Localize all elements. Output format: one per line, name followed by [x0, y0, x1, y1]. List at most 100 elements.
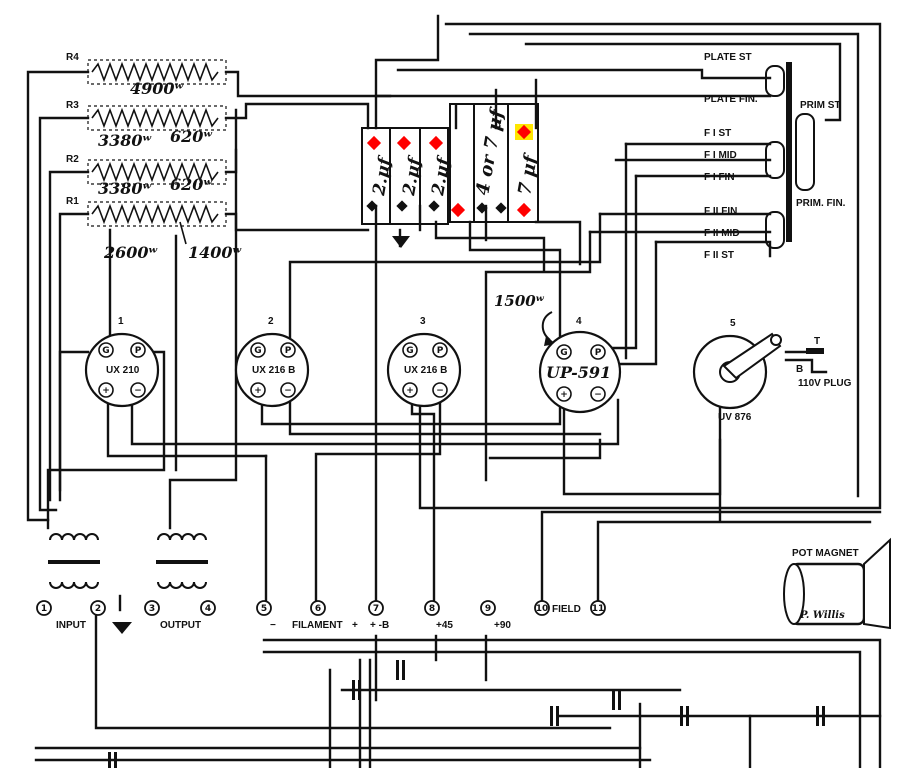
pot-magnet: POT MAGNET P. Willis	[783, 537, 891, 630]
cap-1-value: 2.μf	[369, 154, 396, 198]
output-transformer	[156, 533, 208, 589]
terminal-number: 4	[205, 604, 211, 614]
filament-minus-pin: −	[594, 390, 602, 400]
tube-4-type: UP-591	[546, 363, 611, 382]
tube-3-number: 3	[420, 316, 426, 327]
prim-fin-label: PRIM. FIN.	[796, 198, 846, 209]
plus-label: +	[352, 620, 358, 631]
plug-t-label: T	[814, 336, 820, 347]
pot-magnet-title: POT MAGNET	[792, 548, 859, 559]
grid-pin: G	[254, 346, 261, 356]
red-marker	[516, 124, 532, 140]
terminal-number: 7	[373, 604, 379, 614]
tube-2: 2 G P + − UX 216 B	[234, 316, 310, 408]
plus90-label: +90	[494, 620, 511, 631]
terminal-number: 3	[149, 604, 155, 614]
ground-symbol	[112, 622, 132, 634]
red-marker	[366, 135, 382, 151]
tube-5-ballast: 5 UV 876	[692, 318, 782, 423]
r3-value-b: 620ʷ	[170, 127, 212, 146]
filament-plus-pin: +	[254, 386, 262, 396]
filament-label: FILAMENT	[292, 620, 343, 631]
red-marker	[516, 202, 532, 218]
black-marker	[428, 200, 440, 212]
black-marker	[476, 202, 488, 214]
tube-2-type: UX 216 B	[252, 365, 295, 376]
plate-pin: P	[285, 346, 292, 356]
red-marker	[428, 135, 444, 151]
tube-1-number: 1	[118, 316, 124, 327]
terminal-number: 9	[485, 604, 491, 614]
tube-1-type: UX 210	[106, 365, 140, 376]
f1-st-label: F I ST	[704, 128, 731, 139]
condenser-bank: 2.μf 2.μf 2.μf 4 or 7 μf 7 μf	[361, 103, 542, 248]
plate-fin-label: PLATE FIN.	[704, 94, 758, 105]
terminal-number: 10	[536, 604, 549, 614]
cap-4-value: 4 or 7 μf	[472, 105, 508, 197]
tube-5-number: 5	[730, 318, 736, 329]
cap-2-value: 2.μf	[399, 154, 426, 198]
grid-pin: G	[560, 348, 567, 358]
tube-3: 3 G P + − UX 216 B	[386, 316, 462, 408]
plug-label: 110V PLUG	[798, 378, 852, 389]
ground-symbol	[392, 236, 410, 248]
r3-label: R3	[66, 100, 79, 111]
r1-value-b: 1400ʷ	[188, 243, 242, 262]
prim-st-label: PRIM ST	[800, 100, 841, 111]
output-label: OUTPUT	[160, 620, 201, 631]
field-label: FIELD	[552, 604, 581, 615]
r3-value-a: 3380ʷ	[98, 131, 152, 150]
red-marker	[450, 202, 466, 218]
minus-label: −	[270, 620, 276, 631]
tube-4-resistance: 1500ʷ	[494, 292, 545, 310]
black-marker	[366, 200, 378, 212]
resistor-bank: R4 4900ʷ R3 3380ʷ 620ʷ R2 3380ʷ 620ʷ R1 …	[66, 52, 242, 262]
f2-st-label: F II ST	[704, 250, 734, 261]
tube-4-number: 4	[576, 316, 582, 327]
filament-plus-pin: +	[406, 386, 414, 396]
tube-4: 1500ʷ 4 G P + − UP-591	[494, 292, 622, 414]
r2-value-a: 3380ʷ	[98, 179, 152, 198]
f1-mid-label: F I MID	[704, 150, 737, 161]
pot-magnet-signature: P. Willis	[799, 610, 845, 621]
tube-3-type: UX 216 B	[404, 365, 447, 376]
r1-label: R1	[66, 196, 79, 207]
grid-pin: G	[406, 346, 413, 356]
plug: T B 110V PLUG	[796, 336, 852, 389]
r2-label: R2	[66, 154, 79, 165]
filament-minus-pin: −	[436, 386, 444, 396]
plate-pin: P	[135, 346, 142, 356]
black-marker	[495, 202, 507, 214]
black-marker	[396, 200, 408, 212]
r1-value-a: 2600ʷ	[103, 243, 158, 262]
r4-label: R4	[66, 52, 79, 63]
minus-b-label: + -B	[370, 620, 389, 631]
tube-5-type: UV 876	[718, 412, 752, 423]
plug-b-label: B	[796, 364, 803, 375]
plate-pin: P	[437, 346, 444, 356]
filament-minus-pin: −	[134, 386, 142, 396]
f2-mid-label: F II MID	[704, 228, 740, 239]
power-transformer: PLATE ST PLATE FIN. F I ST F I MID F I F…	[704, 52, 846, 261]
tube-1: 1 G P + − UX 210	[84, 316, 160, 408]
red-marker	[396, 135, 412, 151]
f2-fin-label: F II FIN	[704, 206, 737, 217]
grid-pin: G	[102, 346, 109, 356]
terminal-number: 5	[261, 604, 267, 614]
wiring	[26, 14, 882, 768]
terminal-number: 11	[592, 604, 605, 614]
terminal-number: 1	[41, 604, 47, 614]
r2-value-b: 620ʷ	[170, 175, 212, 194]
terminal-number: 8	[429, 604, 435, 614]
f1-fin-label: F I FIN	[704, 172, 735, 183]
plate-st-label: PLATE ST	[704, 52, 752, 63]
filament-minus-pin: −	[284, 386, 292, 396]
filament-plus-pin: +	[102, 386, 110, 396]
input-label: INPUT	[56, 620, 86, 631]
r4-value: 4900ʷ	[130, 79, 184, 98]
plate-pin: P	[595, 348, 602, 358]
terminal-strip: 1 2 3 4 5 6 7 8 9 10 11 INPUT OUTPUT − F…	[36, 600, 606, 631]
terminal-number: 2	[95, 604, 101, 614]
plus45-label: +45	[436, 620, 453, 631]
